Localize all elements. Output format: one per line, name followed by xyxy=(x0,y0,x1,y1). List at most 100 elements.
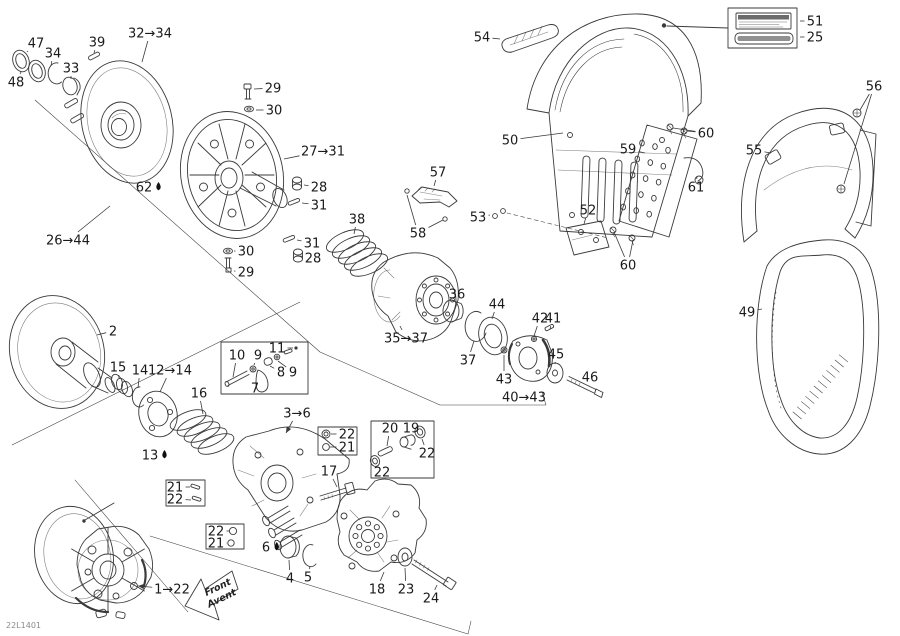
leader-line xyxy=(232,362,236,378)
callout-10: 10 xyxy=(229,349,246,364)
leader-line xyxy=(638,151,646,154)
callout-22: 22 xyxy=(374,466,391,481)
guard-pad-54-drawing xyxy=(501,24,559,53)
leader-line xyxy=(269,365,275,369)
callout-56: 56 xyxy=(866,80,883,95)
callout-30: 30 xyxy=(238,245,255,260)
leader-line xyxy=(303,184,309,186)
callout-57: 57 xyxy=(430,166,447,181)
leader-arrowhead xyxy=(286,426,292,433)
callout-21: 21 xyxy=(208,537,225,552)
callout-44: 44 xyxy=(489,298,506,313)
callout-21: 21 xyxy=(339,441,356,456)
oil-drop-icon xyxy=(274,542,279,551)
oil-drop-icon xyxy=(162,450,167,459)
callout-35→37: 35→37 xyxy=(384,332,428,347)
callout-48: 48 xyxy=(8,76,25,91)
callout-3→6: 3→6 xyxy=(283,407,310,422)
callout-55: 55 xyxy=(746,144,763,159)
leader-line xyxy=(406,194,417,226)
leader-line xyxy=(26,50,29,53)
belt-guard-50-drawing xyxy=(526,13,702,238)
leader-line xyxy=(77,205,111,233)
callout-31: 31 xyxy=(311,199,328,214)
leader-line xyxy=(332,478,338,488)
leader-line xyxy=(309,565,311,570)
callout-54: 54 xyxy=(474,31,491,46)
callout-29: 29 xyxy=(238,266,255,281)
fastener-29-30-drawing xyxy=(223,83,254,273)
callout-19: 19 xyxy=(403,422,420,437)
callout-29: 29 xyxy=(265,82,282,97)
support-bracket-57-drawing xyxy=(404,186,458,222)
callout-22: 22 xyxy=(167,493,184,508)
callout-23: 23 xyxy=(398,583,415,598)
callout-50: 50 xyxy=(502,134,519,149)
callout-9: 9 xyxy=(289,366,297,381)
primary-fixed-sheave-drawing xyxy=(80,60,174,184)
callout-22: 22 xyxy=(419,447,436,462)
leader-line xyxy=(288,559,290,571)
callout-41: 41 xyxy=(545,312,562,327)
bushing-snapring-drawing xyxy=(279,535,317,568)
callout-42: 42 xyxy=(532,312,549,327)
leader-line xyxy=(428,219,444,228)
driven-pulley-assembly-drawing xyxy=(34,502,154,619)
callout-39: 39 xyxy=(89,36,106,51)
leader-line xyxy=(93,49,96,54)
leader-line xyxy=(19,71,22,75)
group-boundary-lines xyxy=(11,99,547,635)
pulley-half-bearing-housing-drawing xyxy=(371,252,508,356)
callout-31: 31 xyxy=(304,237,321,252)
callout-5: 5 xyxy=(304,571,312,586)
callout-22: 22 xyxy=(208,525,225,540)
leader-line xyxy=(549,325,552,330)
leader-line xyxy=(301,202,309,205)
leader-line xyxy=(50,60,53,67)
leader-line xyxy=(859,93,870,111)
diagram-code: 22L1401 xyxy=(6,621,41,630)
leader-line xyxy=(141,40,149,63)
callout-layer: 473448333932→34293027→312831383128302962… xyxy=(8,15,883,607)
clutch-housing-drawing xyxy=(232,426,356,551)
drive-belt-49-drawing xyxy=(756,239,880,455)
leader-line xyxy=(764,151,772,154)
oil-drop-icon xyxy=(156,182,161,191)
leader-line xyxy=(200,400,204,415)
deflector-shield-55-drawing xyxy=(741,107,877,243)
callout-16: 16 xyxy=(191,387,208,402)
callout-33: 33 xyxy=(63,62,80,77)
callout-4: 4 xyxy=(286,572,294,587)
leader-line xyxy=(492,37,501,40)
lever-arm-inset-box xyxy=(220,341,309,395)
callout-36: 36 xyxy=(449,288,466,303)
callout-61: 61 xyxy=(688,181,705,196)
callout-51: 51 xyxy=(807,15,824,30)
callout-45: 45 xyxy=(548,348,565,363)
leader-line xyxy=(613,231,625,258)
callout-24: 24 xyxy=(423,592,440,607)
leader-line xyxy=(629,239,634,258)
callout-26→44: 26→44 xyxy=(46,234,90,249)
clutch-spring-38-drawing xyxy=(325,229,389,277)
callout-58: 58 xyxy=(410,227,427,242)
callout-20: 20 xyxy=(382,422,399,437)
leader-line xyxy=(520,132,564,140)
callout-59: 59 xyxy=(620,143,637,158)
callout-28: 28 xyxy=(305,252,322,267)
leader-line xyxy=(843,93,872,185)
callout-37: 37 xyxy=(460,354,477,369)
leader-line xyxy=(672,127,696,132)
callout-28: 28 xyxy=(311,181,328,196)
leader-line xyxy=(253,362,256,366)
leader-line xyxy=(159,377,167,393)
governor-support-drawing xyxy=(500,323,604,398)
leader-line xyxy=(470,340,475,353)
leader-line xyxy=(399,325,403,331)
callout-8: 8 xyxy=(277,366,285,381)
callout-62: 62 xyxy=(136,181,153,196)
callout-49: 49 xyxy=(739,306,756,321)
callout-17: 17 xyxy=(321,465,338,480)
callout-1→22: 1→22 xyxy=(154,583,190,598)
